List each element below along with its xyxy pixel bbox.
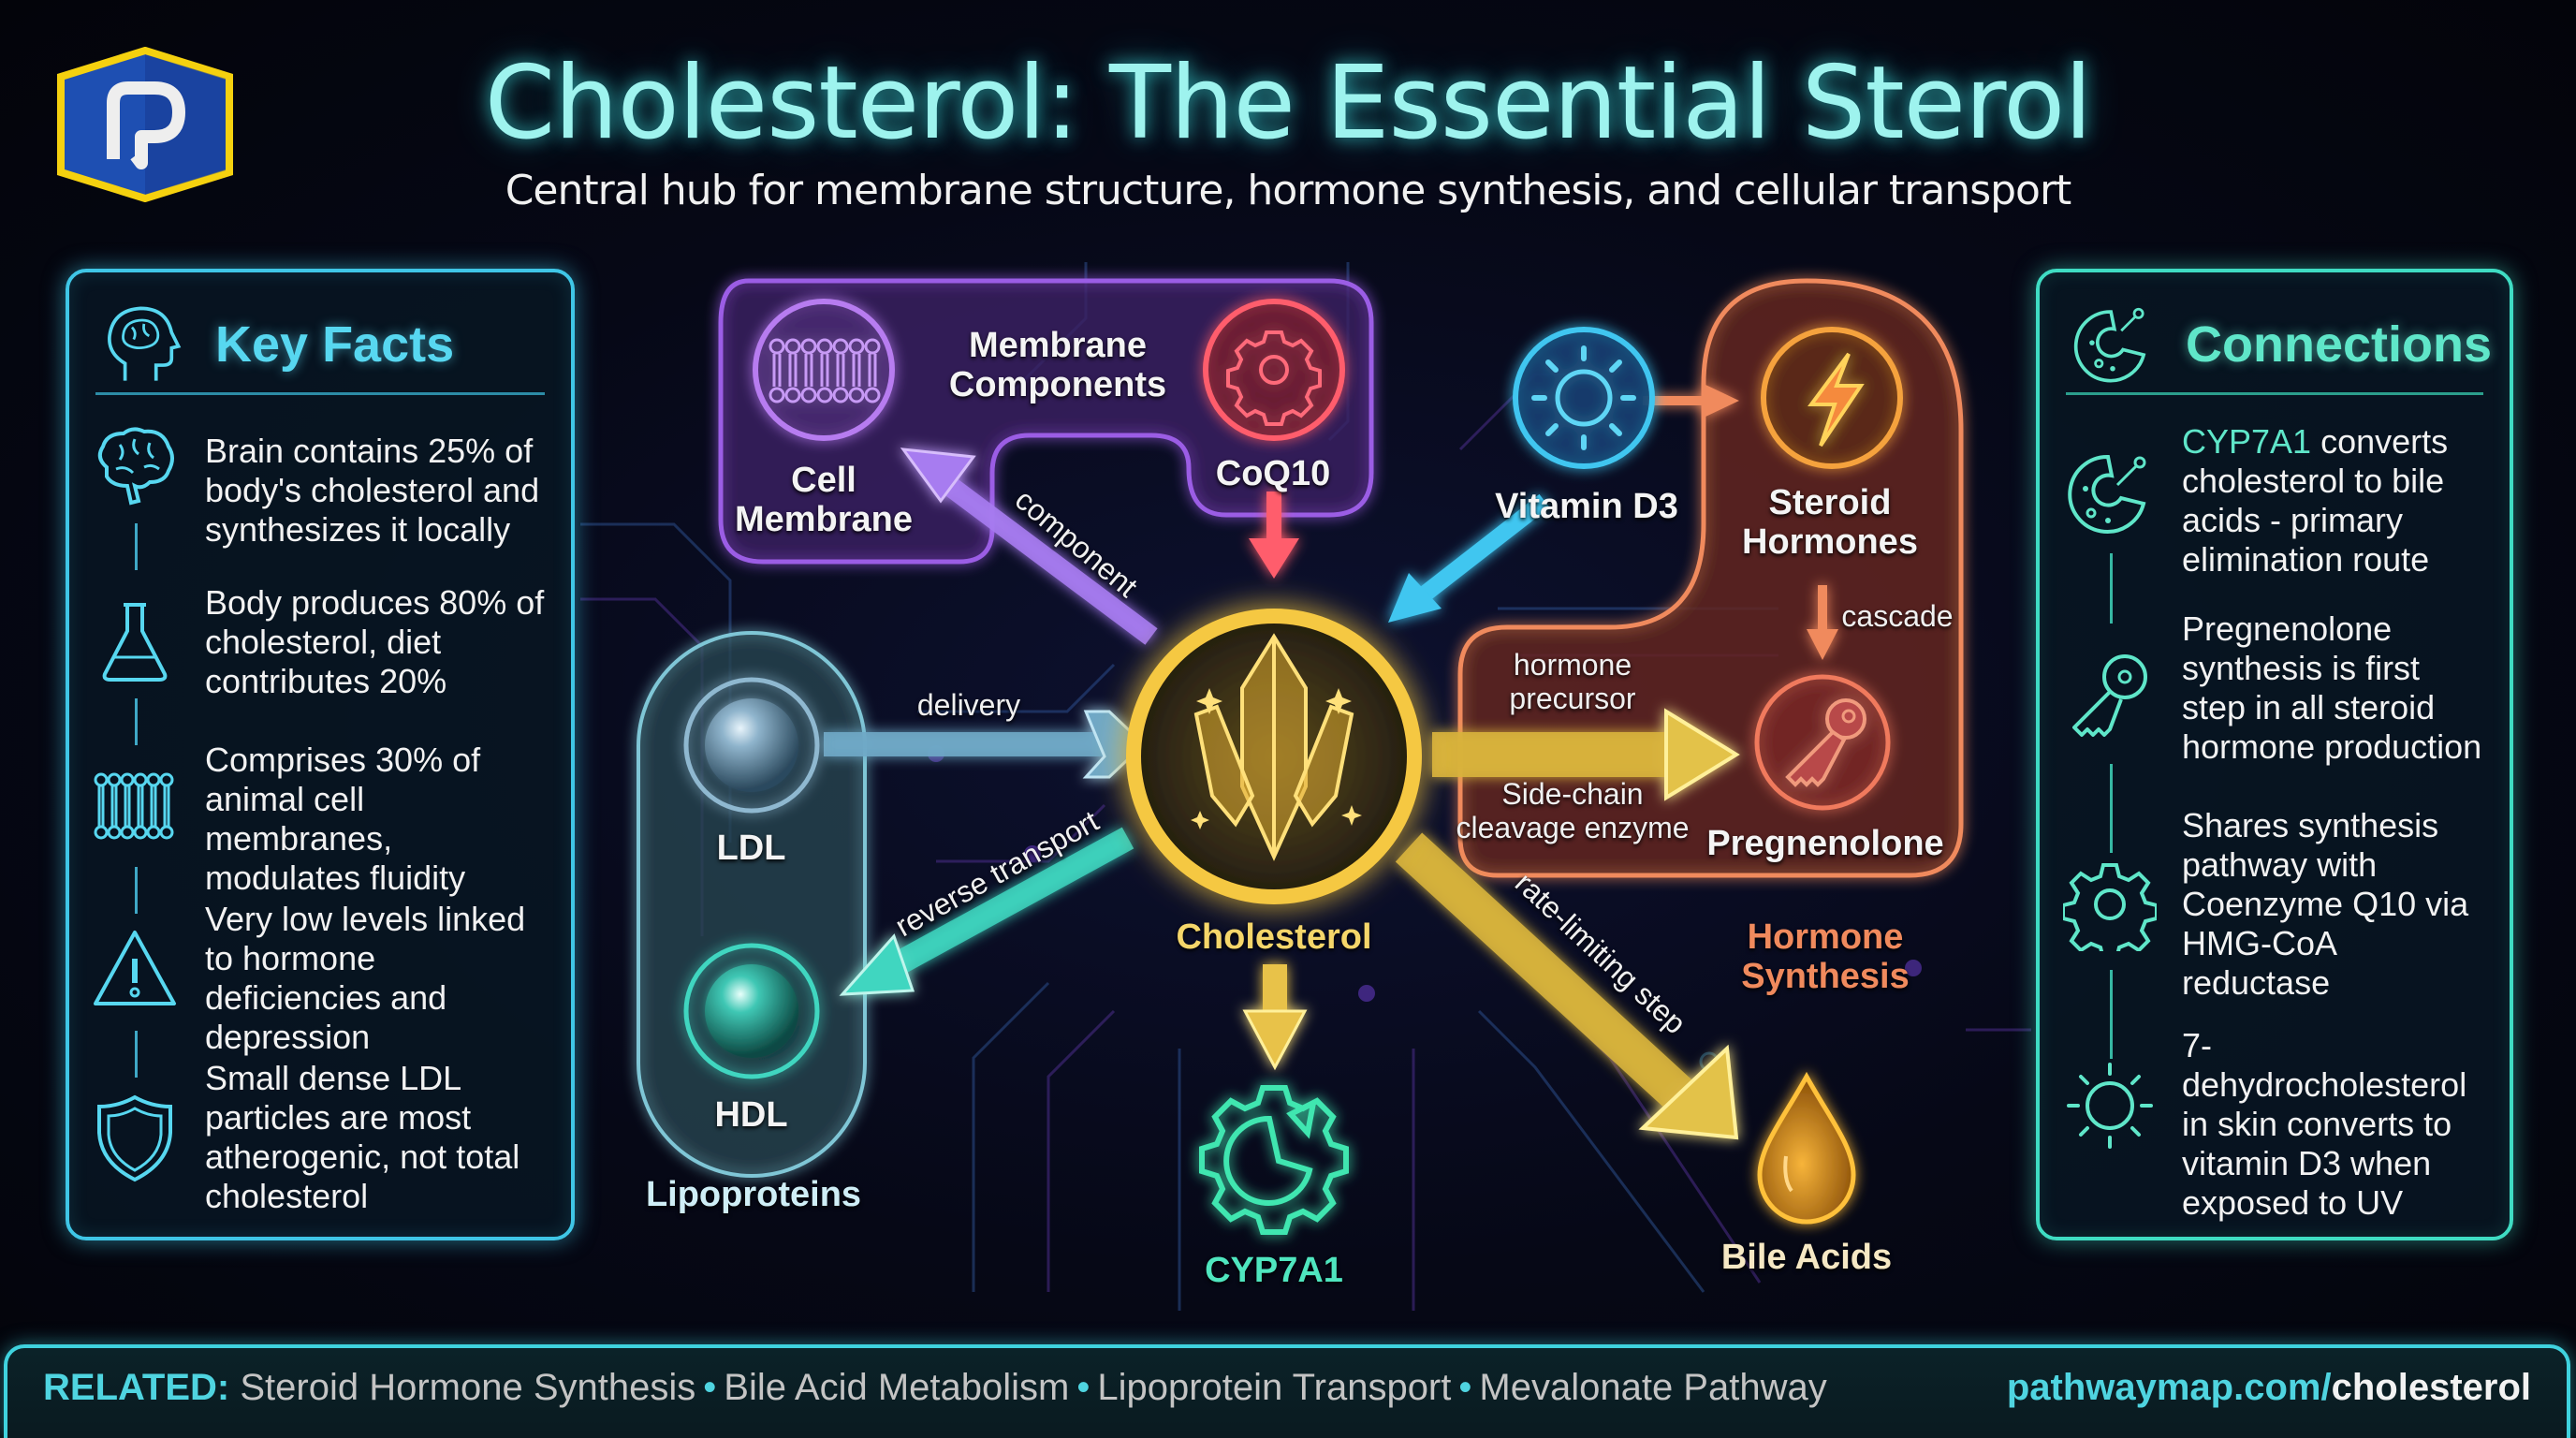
warning-icon (94, 931, 176, 1005)
site-url[interactable]: pathwaymap.com/cholesterol (2006, 1367, 2531, 1408)
connections-panel: Connections CYP7A1 converts cholesterol … (2036, 269, 2513, 1240)
vitamin-d3-node (1513, 327, 1655, 469)
arrow-cascade (1807, 585, 1838, 660)
hormone-group-label: Hormone Synthesis (1741, 917, 1910, 996)
arrow-hormone-precursor (1432, 708, 1740, 801)
brain-icon (97, 427, 174, 506)
edge-label-side-chain: Side-chain cleavage enzyme (1456, 777, 1690, 844)
connections-title: Connections (2186, 316, 2493, 373)
related-link[interactable]: Lipoprotein Transport (1097, 1367, 1452, 1408)
cholesterol-label[interactable]: Cholesterol (1176, 917, 1372, 957)
related-link[interactable]: Mevalonate Pathway (1479, 1367, 1827, 1408)
arrow-rate-limiting (1395, 832, 1739, 1140)
vitamin-d3-label[interactable]: Vitamin D3 (1495, 487, 1678, 526)
logo[interactable]: P (51, 47, 239, 202)
shield-icon (97, 1094, 172, 1182)
related-link[interactable]: Steroid Hormone Synthesis (240, 1367, 696, 1408)
steroid-hormones-label[interactable]: Steroid Hormones (1742, 483, 1918, 562)
fact-item: Very low levels linked to hormone defici… (205, 900, 526, 1056)
fact-item: Comprises 30% of animal cell membranes, … (205, 741, 481, 897)
gear-icon (2063, 863, 2157, 951)
lipoproteins-label: Lipoproteins (645, 1175, 862, 1214)
hdl-node (683, 943, 820, 1079)
arrow-coq10 (1249, 492, 1299, 579)
key-facts-title: Key Facts (215, 316, 455, 373)
steroid-hormones-node (1761, 327, 1903, 469)
divider (2066, 392, 2483, 395)
connector-line (2110, 553, 2113, 624)
ldl-label[interactable]: LDL (716, 829, 786, 868)
connector-line (135, 698, 138, 745)
arrow-delivery (824, 710, 1147, 779)
arrow-cyp7a1 (1242, 964, 1308, 1071)
connection-item: 7-dehydrocholesterol in skin converts to… (2182, 1026, 2467, 1222)
ldl-node (683, 677, 820, 814)
arrow-component (900, 448, 1158, 645)
cell-membrane-label: Cell Membrane (734, 461, 914, 539)
enzyme-icon (2068, 454, 2146, 534)
edge-label-cascade: cascade (1841, 599, 1954, 633)
cyp7a1-highlight: CYP7A1 (2182, 422, 2312, 461)
head-brain-icon (108, 306, 182, 381)
lipid-bilayer-icon (94, 772, 174, 840)
bile-acids-node (1757, 1071, 1856, 1225)
coq10-label[interactable]: CoQ10 (1215, 454, 1331, 493)
membrane-group-label: Membrane Components (948, 326, 1167, 404)
pregnenolone-label[interactable]: Pregnenolone (1706, 824, 1944, 863)
arrow-reverse-transport (839, 827, 1134, 996)
footer-bar: RELATED: Steroid Hormone Synthesis•Bile … (4, 1344, 2570, 1438)
edge-label-hormone-precursor: hormone precursor (1509, 648, 1636, 715)
cyp7a1-label[interactable]: CYP7A1 (1205, 1251, 1343, 1290)
connector-line (2110, 970, 2113, 1059)
key-icon (2072, 654, 2147, 737)
connector-line (135, 523, 138, 570)
cholesterol-core (1126, 609, 1422, 904)
key-facts-panel: Key Facts Brain contains 25% of body's c… (66, 269, 575, 1240)
page-title: Cholesterol: The Essential Sterol (484, 45, 2092, 162)
related-link[interactable]: Bile Acid Metabolism (724, 1367, 1070, 1408)
connector-line (2110, 764, 2113, 853)
related-label: RELATED: (43, 1367, 230, 1408)
hdl-label[interactable]: HDL (714, 1095, 788, 1135)
connection-item: Pregnenolone synthesis is first step in … (2182, 609, 2482, 766)
enzyme-icon (2073, 307, 2146, 383)
sun-icon (2067, 1063, 2153, 1149)
coq10-node (1203, 299, 1345, 441)
cyp7a1-node (1199, 1085, 1349, 1235)
connector-line (135, 1031, 138, 1078)
page-subtitle: Central hub for membrane structure, horm… (505, 167, 2072, 214)
connection-item: CYP7A1 converts cholesterol to bile acid… (2182, 422, 2449, 579)
arrow-vitamin-d3 (1388, 493, 1550, 623)
connector-line (135, 867, 138, 914)
pregnenolone-node (1754, 674, 1891, 811)
connection-item: Shares synthesis pathway with Coenzyme Q… (2182, 806, 2469, 1002)
cell-membrane-node (753, 299, 895, 441)
fact-item: Brain contains 25% of body's cholesterol… (205, 432, 540, 549)
flask-icon (102, 603, 168, 682)
fact-item: Body produces 80% of cholesterol, diet c… (205, 583, 545, 700)
related-links: RELATED: Steroid Hormone Synthesis•Bile … (43, 1367, 1827, 1408)
divider (95, 392, 545, 395)
bile-acids-label[interactable]: Bile Acids (1720, 1238, 1893, 1277)
fact-item: Small dense LDL particles are most ather… (205, 1059, 520, 1215)
edge-label-delivery: delivery (916, 688, 1021, 722)
